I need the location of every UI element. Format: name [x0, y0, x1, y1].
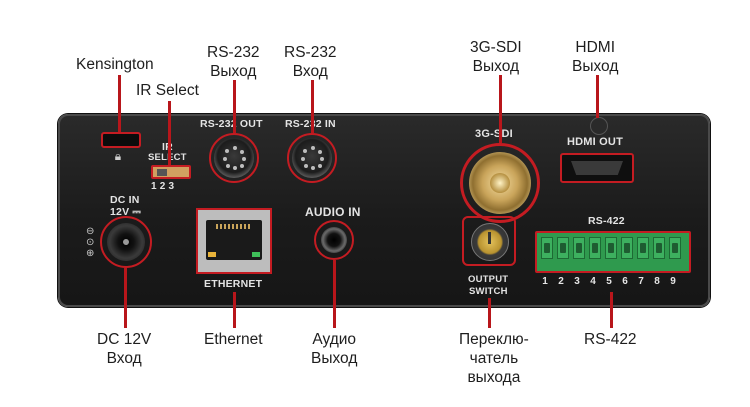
audio-jack-ring	[321, 227, 347, 253]
callout-kensington-text: Kensington	[76, 56, 154, 73]
callout-rs232-out-line2: Выход	[210, 63, 257, 80]
callout-ethernet: Ethernet	[204, 330, 263, 349]
dc-jack-pin	[123, 239, 129, 245]
callout-rs422: RS-422	[584, 330, 637, 349]
leader-kensington	[118, 75, 121, 132]
callout-rs232-out-line1: RS-232	[207, 44, 260, 61]
hdmi-knob	[590, 117, 608, 135]
sdi-bnc-center	[490, 173, 510, 193]
rs422-pin-8: 8	[654, 276, 660, 287]
callout-output-switch: Переклю- чатель выхода	[459, 330, 529, 387]
ethernet-led-right	[252, 252, 260, 257]
callout-switch-line3: выхода	[467, 369, 521, 386]
callout-3g-sdi-line2: Выход	[472, 58, 520, 75]
ethernet-port[interactable]	[196, 208, 272, 274]
callout-dc-line2: Вход	[106, 350, 142, 367]
rs422-pin-1: 1	[542, 276, 548, 287]
callout-ethernet-text: Ethernet	[204, 331, 263, 348]
ir-select-positions: 1 2 3	[151, 181, 175, 192]
leader-rs232-in	[311, 80, 314, 133]
leader-hdmi	[596, 75, 599, 118]
callout-kensington: Kensington	[76, 55, 154, 74]
leader-rs232-out	[233, 80, 236, 133]
hdmi-socket	[571, 161, 623, 175]
output-switch-label-2: SWITCH	[469, 286, 508, 297]
rear-panel	[58, 114, 710, 307]
callout-rs232-out: RS-232 Выход	[207, 43, 260, 81]
rs422-pin-7: 7	[638, 276, 644, 287]
leader-audio	[333, 260, 336, 328]
hdmi-out-port[interactable]	[560, 153, 634, 183]
dc-12v-label: 12V ⎓	[110, 206, 141, 218]
callout-3g-sdi: 3G-SDI Выход	[470, 38, 522, 76]
dc-12v-jack[interactable]	[100, 216, 152, 268]
rs422-terminal-block[interactable]	[535, 231, 691, 273]
callout-audio-line1: Аудио	[312, 331, 357, 348]
rs422-pin-4: 4	[590, 276, 596, 287]
sdi-label: 3G-SDI	[475, 128, 513, 140]
ethernet-led-left	[208, 252, 216, 257]
leader-dc-12v	[124, 268, 127, 328]
leader-output-switch	[488, 298, 491, 328]
rs422-label: RS-422	[588, 215, 625, 227]
callout-audio: Аудио Выход	[311, 330, 357, 368]
output-switch[interactable]	[462, 216, 516, 266]
leader-ir-select	[168, 101, 171, 165]
callout-hdmi-line2: Выход	[572, 58, 619, 75]
callout-ir-select: IR Select	[136, 81, 199, 100]
audio-in-jack[interactable]	[314, 220, 354, 260]
ir-select-label: SELECT	[148, 152, 187, 163]
ethernet-contacts	[216, 224, 252, 229]
sdi-bnc-port[interactable]	[460, 143, 540, 223]
kensington-lock-icon: 🔒︎	[114, 149, 122, 163]
callout-hdmi-line1: HDMI	[575, 39, 615, 56]
leader-rs422	[610, 292, 613, 328]
callout-rs422-text: RS-422	[584, 331, 637, 348]
rs232-out-label: RS-232 OUT	[200, 118, 263, 130]
callout-dc-12v: DC 12V Вход	[97, 330, 151, 368]
callout-switch-line1: Переклю-	[459, 331, 529, 348]
leader-3g-sdi	[499, 75, 502, 143]
callout-3g-sdi-line1: 3G-SDI	[470, 39, 522, 56]
ir-select-slider	[157, 169, 167, 176]
dc-polarity-icon: ⊖⊙⊕	[86, 226, 95, 259]
callout-switch-line2: чатель	[469, 350, 519, 367]
rs422-pin-9: 9	[670, 276, 676, 287]
rs422-pin-numbers: 1 2 3 4 5 6 7 8 9	[539, 276, 689, 290]
dc-in-label: DC IN	[110, 194, 140, 206]
rs422-pin-5: 5	[606, 276, 612, 287]
ir-select-switch[interactable]	[151, 165, 191, 179]
audio-in-label: AUDIO IN	[305, 205, 361, 219]
hdmi-out-label: HDMI OUT	[567, 136, 623, 148]
rs232-in-port[interactable]	[287, 133, 337, 183]
rs232-out-din	[214, 138, 254, 178]
leader-ethernet	[233, 292, 236, 328]
callout-ir-select-text: IR Select	[136, 82, 199, 99]
rs422-pin-6: 6	[622, 276, 628, 287]
rs232-out-port[interactable]	[209, 133, 259, 183]
callout-audio-line2: Выход	[311, 350, 358, 367]
kensington-slot	[101, 132, 141, 148]
rs232-in-din	[292, 138, 332, 178]
output-switch-pointer	[488, 232, 491, 244]
rs422-pin-3: 3	[574, 276, 580, 287]
callout-rs232-in-line1: RS-232	[284, 44, 337, 61]
callout-rs232-in: RS-232 Вход	[284, 43, 337, 81]
callout-rs232-in-line2: Вход	[292, 63, 328, 80]
callout-hdmi: HDMI Выход	[572, 38, 618, 76]
rs422-pin-2: 2	[558, 276, 564, 287]
callout-dc-line1: DC 12V	[97, 331, 152, 348]
output-switch-label-1: OUTPUT	[468, 274, 509, 285]
ir-label: IR	[162, 141, 173, 153]
rs232-in-label: RS-232 IN	[285, 118, 336, 130]
ethernet-label: ETHERNET	[204, 278, 263, 290]
